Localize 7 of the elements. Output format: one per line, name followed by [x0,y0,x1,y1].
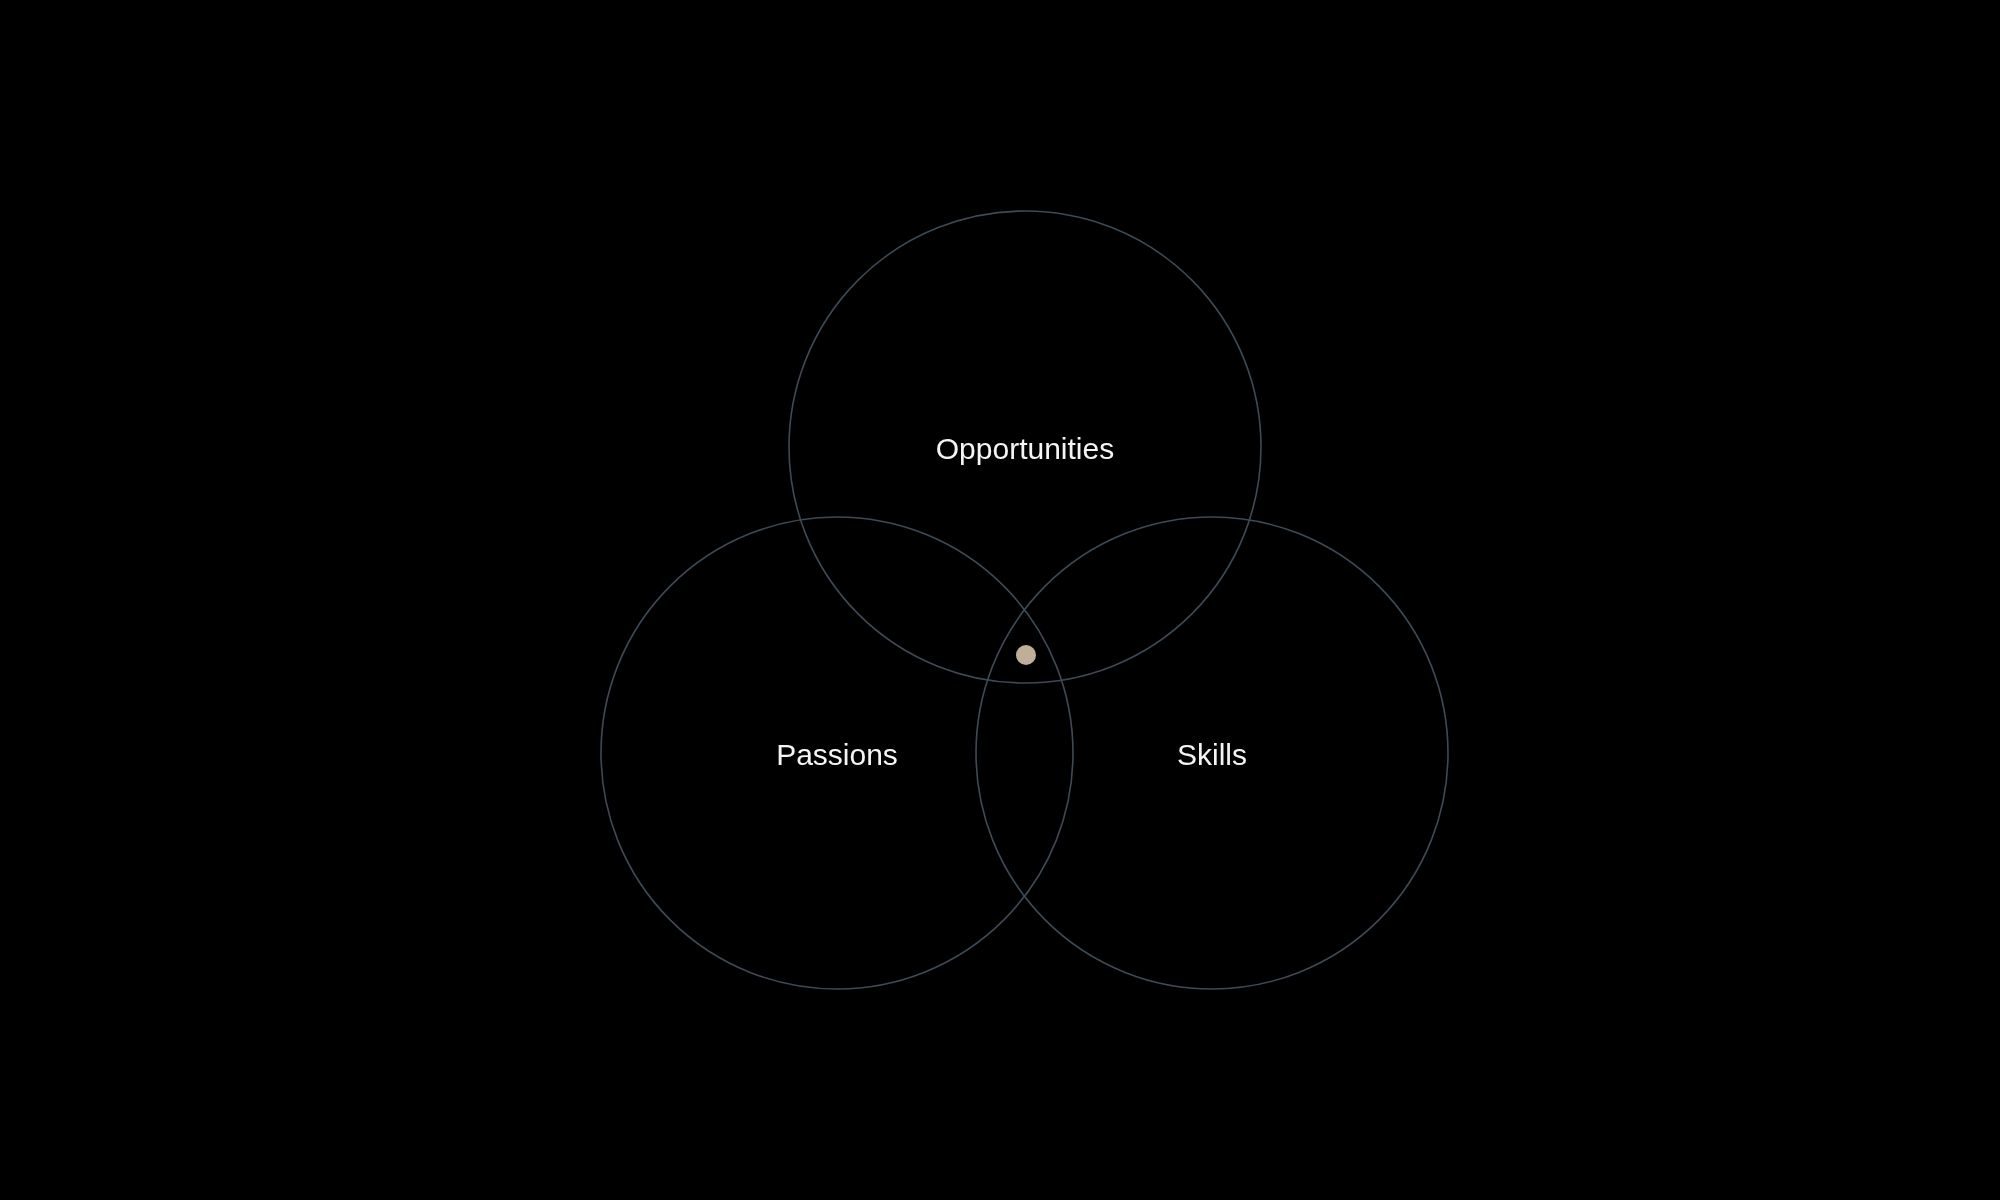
venn-circle [600,516,1074,990]
dot-icon [1016,645,1036,665]
venn-circle [975,516,1449,990]
venn-circle [788,210,1262,684]
circle-label: Opportunities [935,431,1115,467]
circle-label: Passions [776,737,898,773]
circle-label: Skills [1177,737,1247,773]
